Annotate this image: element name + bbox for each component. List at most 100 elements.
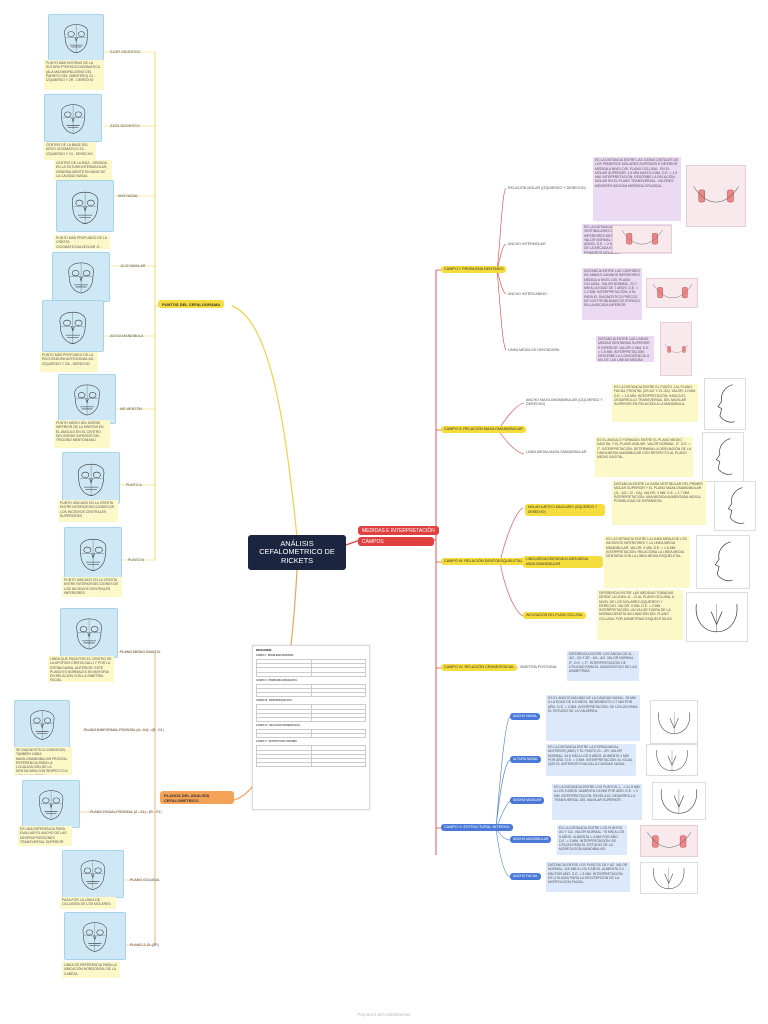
skull-diagram-icon — [44, 94, 102, 142]
branch-planos[interactable]: PLANOS DEL ANALISIS CEFALOMETRICO — [160, 791, 234, 804]
plano-note: PASA POR LA LÍNEA DE OCLUSIÓN DE LOS MOL… — [60, 897, 116, 909]
punto-note: PUNTO UBICADO EN LA CRESTA ENTRE INTERIO… — [62, 577, 122, 597]
face-profile-icon — [696, 535, 750, 589]
punto-note: CENTRO DE LA RAIZ - ORIGIDA EN LA SUTURA… — [54, 160, 112, 180]
branch-puntos[interactable]: PUNTOS DEL CEFALOGRAMA — [158, 300, 225, 308]
plano-label[interactable]: PLANO Z-ZL (ZR) — [130, 943, 159, 947]
campo-item-label[interactable]: RELACIÓN MOLAR (IZQUIERDO Y DERECHO) — [508, 186, 586, 190]
punto-label[interactable]: PUNTO B — [128, 558, 144, 562]
campo-item-note: ES LA DISTANCIA ENTRE LOS PUNTOS J - J. … — [552, 784, 642, 820]
campo-item-note: ES LA DISTANCIA ENTRE LA ESPINA NASAL AN… — [546, 744, 636, 776]
campo-item-note: ES LA DISTANCIA ENTRE EL PUNTO J AL PLAN… — [612, 384, 698, 422]
skull-diagram-icon — [42, 300, 104, 352]
skull-diagram-icon — [52, 252, 110, 302]
summary-card: RESUMEN: CAMPO I - PROBLEMA DENTARIO CAMP… — [252, 645, 370, 810]
punto-note: PUNTO UBICADO EN LA CRESTA ENTRE INTERIO… — [58, 500, 118, 522]
campo-pill[interactable]: CAMPO II: RELACIÓN MAXILOMANDIBULAR — [441, 426, 526, 433]
punto-note: PUNTO MEDIO DEL BORDE INFERIOR DE LA SIN… — [54, 420, 110, 448]
campo-item-label[interactable]: ANCHO MANDIBULAR — [510, 836, 552, 843]
punto-note: CENTRO DE LA BASE DEL ARCO CIGOMÁTICO Z3… — [44, 142, 96, 160]
punto-label[interactable]: AG/GA MANDIBULA — [110, 334, 144, 338]
skull-front-icon — [650, 700, 698, 744]
campo-pill[interactable]: CAMPO I: PROBLEMA DENTARIO — [441, 266, 507, 273]
skull-diagram-icon — [64, 912, 126, 960]
summary-table — [256, 658, 366, 677]
campo-item-label[interactable]: INCLINACIÓN DEL PLANO OCLUSAL — [523, 612, 586, 619]
punto-label[interactable]: ANS NASAL — [118, 194, 139, 198]
campo-item-note: ES LA DISTANCIA ENTRE LA LINEA MEDIA DE … — [604, 536, 690, 588]
summary-section-title: CAMPO IV - RELACION CRANEOFACIAL — [256, 725, 301, 728]
summary-section-title: CAMPO I - PROBLEMA DENTARIO — [256, 655, 294, 657]
campo-item-label[interactable]: ALTURA NASAL — [510, 756, 541, 763]
summary-section-title: CAMPO V - ESTRUCTURAL INTERNO — [256, 741, 297, 744]
campo-item-label[interactable]: LINEA MEDIA DENTARIA A LINEA MEDIA MAXIL… — [523, 556, 603, 568]
campo-item-note: ES EL ANCHO MÁXIMO DE LA CAVIDAD NASAL. … — [546, 695, 640, 741]
summary-table — [256, 683, 366, 698]
skull-diagram-icon — [22, 780, 80, 828]
punto-note: PUNTO MÁS PROFUNDO DE LA CRESTA CIGOMATI… — [54, 235, 110, 249]
campo-item-note: DISTANCIA ENTRE LAS CÚSPIDES DE AMBOS CA… — [582, 268, 642, 320]
punto-label[interactable]: J1/J2 MAXILAR — [120, 264, 146, 268]
campo-item-note: DISTANCIA ENTRE LOS PUNTOS ZA Y AZ. VALO… — [546, 862, 630, 892]
central-topic[interactable]: ANÁLISIS CEFALOMETRICO DE RICKETS — [248, 535, 346, 570]
branch-campos[interactable]: CAMPOS — [358, 537, 434, 546]
skull-front-icon — [686, 592, 748, 642]
campo-item-note: ES LA DISTANCIA ENTRE LAS CARAS DISTALES… — [593, 157, 681, 221]
summary-table — [256, 704, 366, 723]
skull-diagram-icon — [62, 452, 120, 504]
punto-label[interactable]: ME MENTÓN — [120, 407, 142, 411]
dental-arch-icon — [686, 165, 746, 227]
campo-item-note: DISTANCIA ENTRE LAS LINEAS MEDIAS DENTAR… — [596, 336, 654, 362]
campo-item-note: ES LA DISTANCIA ENTRE LOS PUNTOS AG Y GA… — [557, 825, 627, 855]
campo-pill[interactable]: CAMPO III: RELACIÓN DENTOESQUELETAL — [441, 558, 526, 565]
footer-credit: Prepared with MindMeister — [357, 1012, 411, 1017]
plano-label[interactable]: PLANO OCLUSAL — [130, 878, 160, 882]
plano-label[interactable]: PLANO FACIAL FRONTAL (Z - Z1) - (R - R1) — [90, 810, 162, 814]
summary-table — [256, 745, 366, 768]
summary-section-title: CAMPO II - PROBLEMA ESQUELETAL — [256, 679, 298, 682]
punto-label[interactable]: PUNTO A — [126, 483, 142, 487]
campo-item-label[interactable]: ANCHO FACIAL — [510, 873, 541, 880]
plano-note: ES UNA REFERENCIA PARA EVALUAR EL ANCHO … — [18, 826, 72, 846]
dental-arch-icon — [640, 825, 698, 857]
dental-arch-icon — [612, 225, 672, 253]
campo-pill[interactable]: CAMPO IV: RELACIÓN CRANEOFACIAL — [441, 664, 518, 671]
plano-note: SE DIAGNOSTICA CONDICION, TAMBIÉN LINEA … — [14, 747, 72, 775]
plano-label[interactable]: PLANO BINFORMAL FRONTAL (A - A1) - (B - … — [84, 728, 164, 732]
campo-item-label[interactable]: MOLAR A APOYO MAXILARIO (IZQUIERDO Y DER… — [525, 504, 605, 516]
campo-item-note: DISTANCIA ENTRE LA CARA VESTIBULAR DEL P… — [612, 481, 706, 525]
face-profile-icon — [714, 481, 756, 531]
plano-label[interactable]: PLANO MEDIO SAGITAL — [120, 650, 161, 654]
campo-pill[interactable]: CAMPO V: ESTRUCTURAL INTERNO — [441, 824, 513, 831]
punto-label[interactable]: Z3/Z4 ODONTICO — [110, 124, 140, 128]
skull-diagram-icon — [60, 608, 118, 658]
summary-section-title: CAMPO III - DENTOESQUELETAL — [256, 700, 293, 703]
skull-diagram-icon — [58, 374, 116, 424]
summary-title: RESUMEN: — [256, 648, 273, 652]
central-title-line3: RICKETS — [280, 555, 314, 565]
skull-diagram-icon — [14, 700, 70, 748]
campo-item-label[interactable]: ANCHO MAXILOMANDIBULAR (IZQUIERDO Y DERE… — [526, 398, 603, 406]
central-title-line1: ANÁLISIS — [280, 539, 314, 549]
campo-item-label[interactable]: LINEA MEDIA DE DENTADURA — [508, 348, 560, 352]
punto-note: PUNTO MÁS INTERNO DE LA SUTURA PTERIGOCO… — [44, 60, 104, 90]
punto-note: PUNTO MÁS PROFUNDO DE LA ESCOTADURA ANTE… — [40, 352, 98, 372]
campo-item-label[interactable]: ANCHO INTERMOLAR — [508, 242, 546, 246]
campo-item-label[interactable]: ANCHO INTERCANINO — [508, 292, 547, 296]
campo-item-label[interactable]: SIMETRÍA POSTURAL — [520, 665, 558, 669]
dental-arch-icon — [646, 278, 698, 308]
campo-item-label[interactable]: ANCHO MAXILAR — [510, 797, 545, 804]
face-profile-icon — [704, 378, 746, 430]
plano-note: LINEA QUE PASA POR EL CENTRO DE LA APOFI… — [48, 656, 114, 682]
face-profile-icon — [702, 432, 744, 482]
campo-item-note: DIFERENCIA ENTRE LAS MEDIDAS TOMADAS DES… — [597, 590, 683, 640]
skull-front-icon — [640, 862, 698, 894]
campo-item-label[interactable]: ANCHO NASAL — [510, 713, 541, 720]
plano-note: LINEA DE REFERENCIA PARA LA UBICACIÓN HO… — [62, 962, 120, 978]
campo-item-label[interactable]: LINEA MEDIA MAXILOMANDIBULAR — [526, 450, 587, 454]
skull-front-icon — [652, 782, 706, 820]
summary-table — [256, 729, 366, 739]
punto-label[interactable]: Z1/ZR ODONTICO — [110, 50, 141, 54]
branch-medidas[interactable]: MEDIDAS E INTERPRETACIÓN — [358, 526, 439, 535]
campo-item-note: DIFERENCIA ENTRE LOS ÁNGULOS ZL - AG - Z… — [567, 651, 639, 681]
